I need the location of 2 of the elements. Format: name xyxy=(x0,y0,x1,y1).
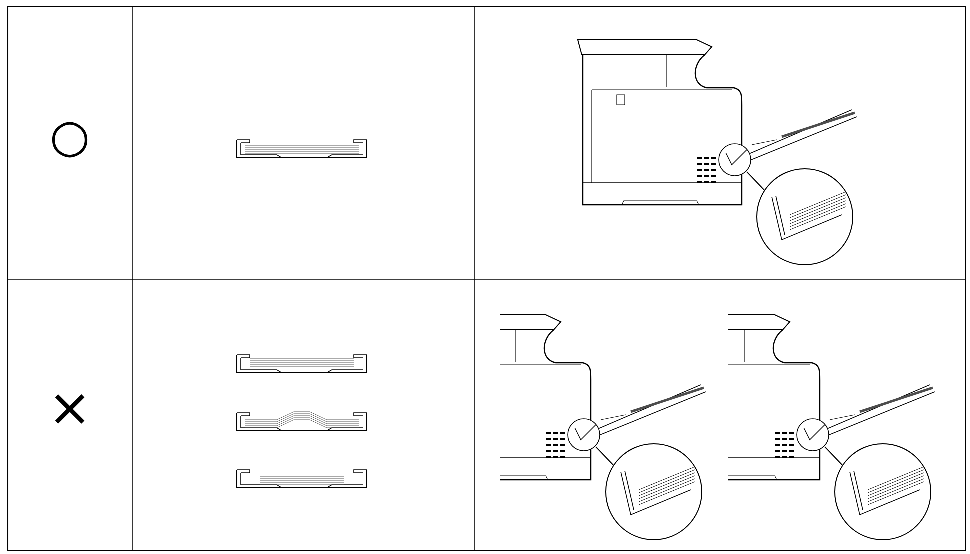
symbol: × xyxy=(55,394,85,424)
symbol: ○ xyxy=(52,122,88,158)
